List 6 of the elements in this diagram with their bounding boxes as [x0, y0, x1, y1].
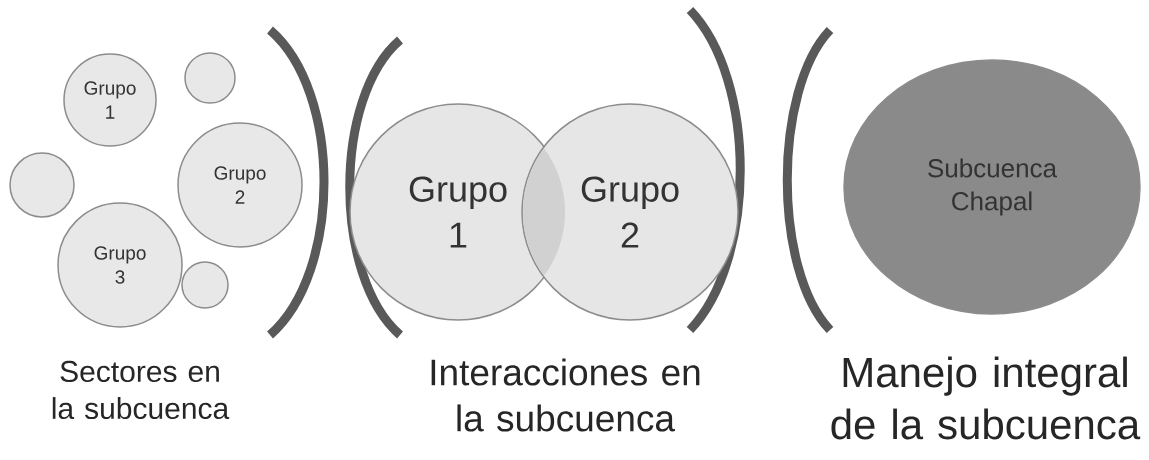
small-circle	[9, 152, 75, 218]
caption-text: Sectores en la subcuenca	[52, 360, 230, 420]
caption-text: Manejo integral de la subcuenca	[831, 356, 1141, 440]
caption-text: Interacciones en la subcuenca	[431, 358, 700, 432]
small-circle	[181, 261, 229, 309]
small-circle	[184, 52, 236, 104]
